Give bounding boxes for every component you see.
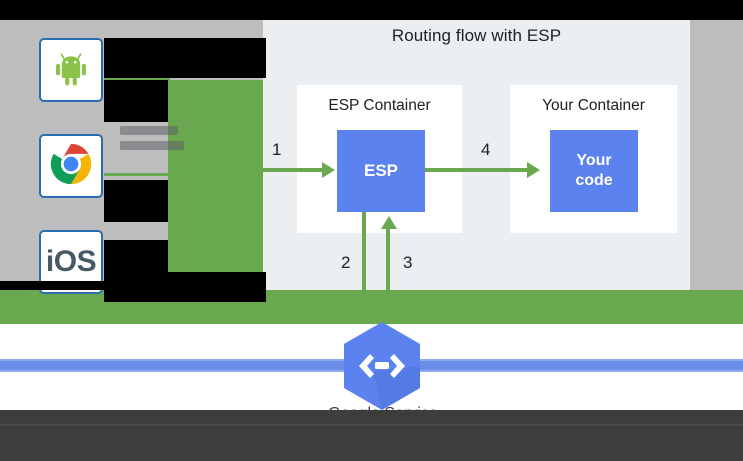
step-number-2: 2 <box>341 253 351 272</box>
background-slab-lower <box>104 222 168 240</box>
chrome-connector-line <box>104 173 170 176</box>
your-container-box: Your Container <box>510 85 677 233</box>
overlay-block-2 <box>104 80 168 122</box>
overlay-block-1 <box>104 38 266 78</box>
esp-service-label: ESP <box>363 161 399 181</box>
chrome-icon <box>49 142 93 191</box>
overlay-block-bottom-seam <box>0 424 743 426</box>
page-title: Routing flow with ESP <box>391 26 562 45</box>
arrow-2-line <box>362 212 366 322</box>
obscured-label-text <box>120 126 190 176</box>
overlay-block-7 <box>168 281 266 301</box>
arrow-4-line <box>425 168 530 172</box>
your-code-line-2: code <box>575 172 613 189</box>
esp-service-box[interactable]: ESP <box>337 130 425 212</box>
step-number-1: 1 <box>272 140 282 159</box>
client-tile-chrome[interactable] <box>39 134 103 198</box>
overlay-block-6 <box>0 281 104 290</box>
ios-icon: iOS <box>45 245 97 278</box>
overlay-block-bottom <box>0 410 743 461</box>
your-container-label: Your Container <box>542 97 645 114</box>
step-number-3: 3 <box>403 253 413 272</box>
client-tile-android[interactable] <box>39 38 103 102</box>
esp-container-label: ESP Container <box>328 97 431 114</box>
overlay-block-3 <box>104 180 168 222</box>
android-connector-line <box>104 77 170 80</box>
overlay-block-top <box>0 0 743 20</box>
arrow-1-line <box>263 168 325 172</box>
arrow-3-line <box>386 228 390 322</box>
arrow-3-head-icon <box>381 216 397 229</box>
android-icon <box>51 48 91 93</box>
your-code-box[interactable]: Your code <box>550 130 638 212</box>
your-code-line-1: Your <box>576 152 612 169</box>
cloud-endpoints-hexagon-icon[interactable] <box>340 320 424 412</box>
your-code-label: Your code <box>575 151 612 191</box>
arrow-4-head-icon <box>527 162 540 178</box>
step-number-4: 4 <box>481 140 491 159</box>
arrow-1-head-icon <box>322 162 335 178</box>
